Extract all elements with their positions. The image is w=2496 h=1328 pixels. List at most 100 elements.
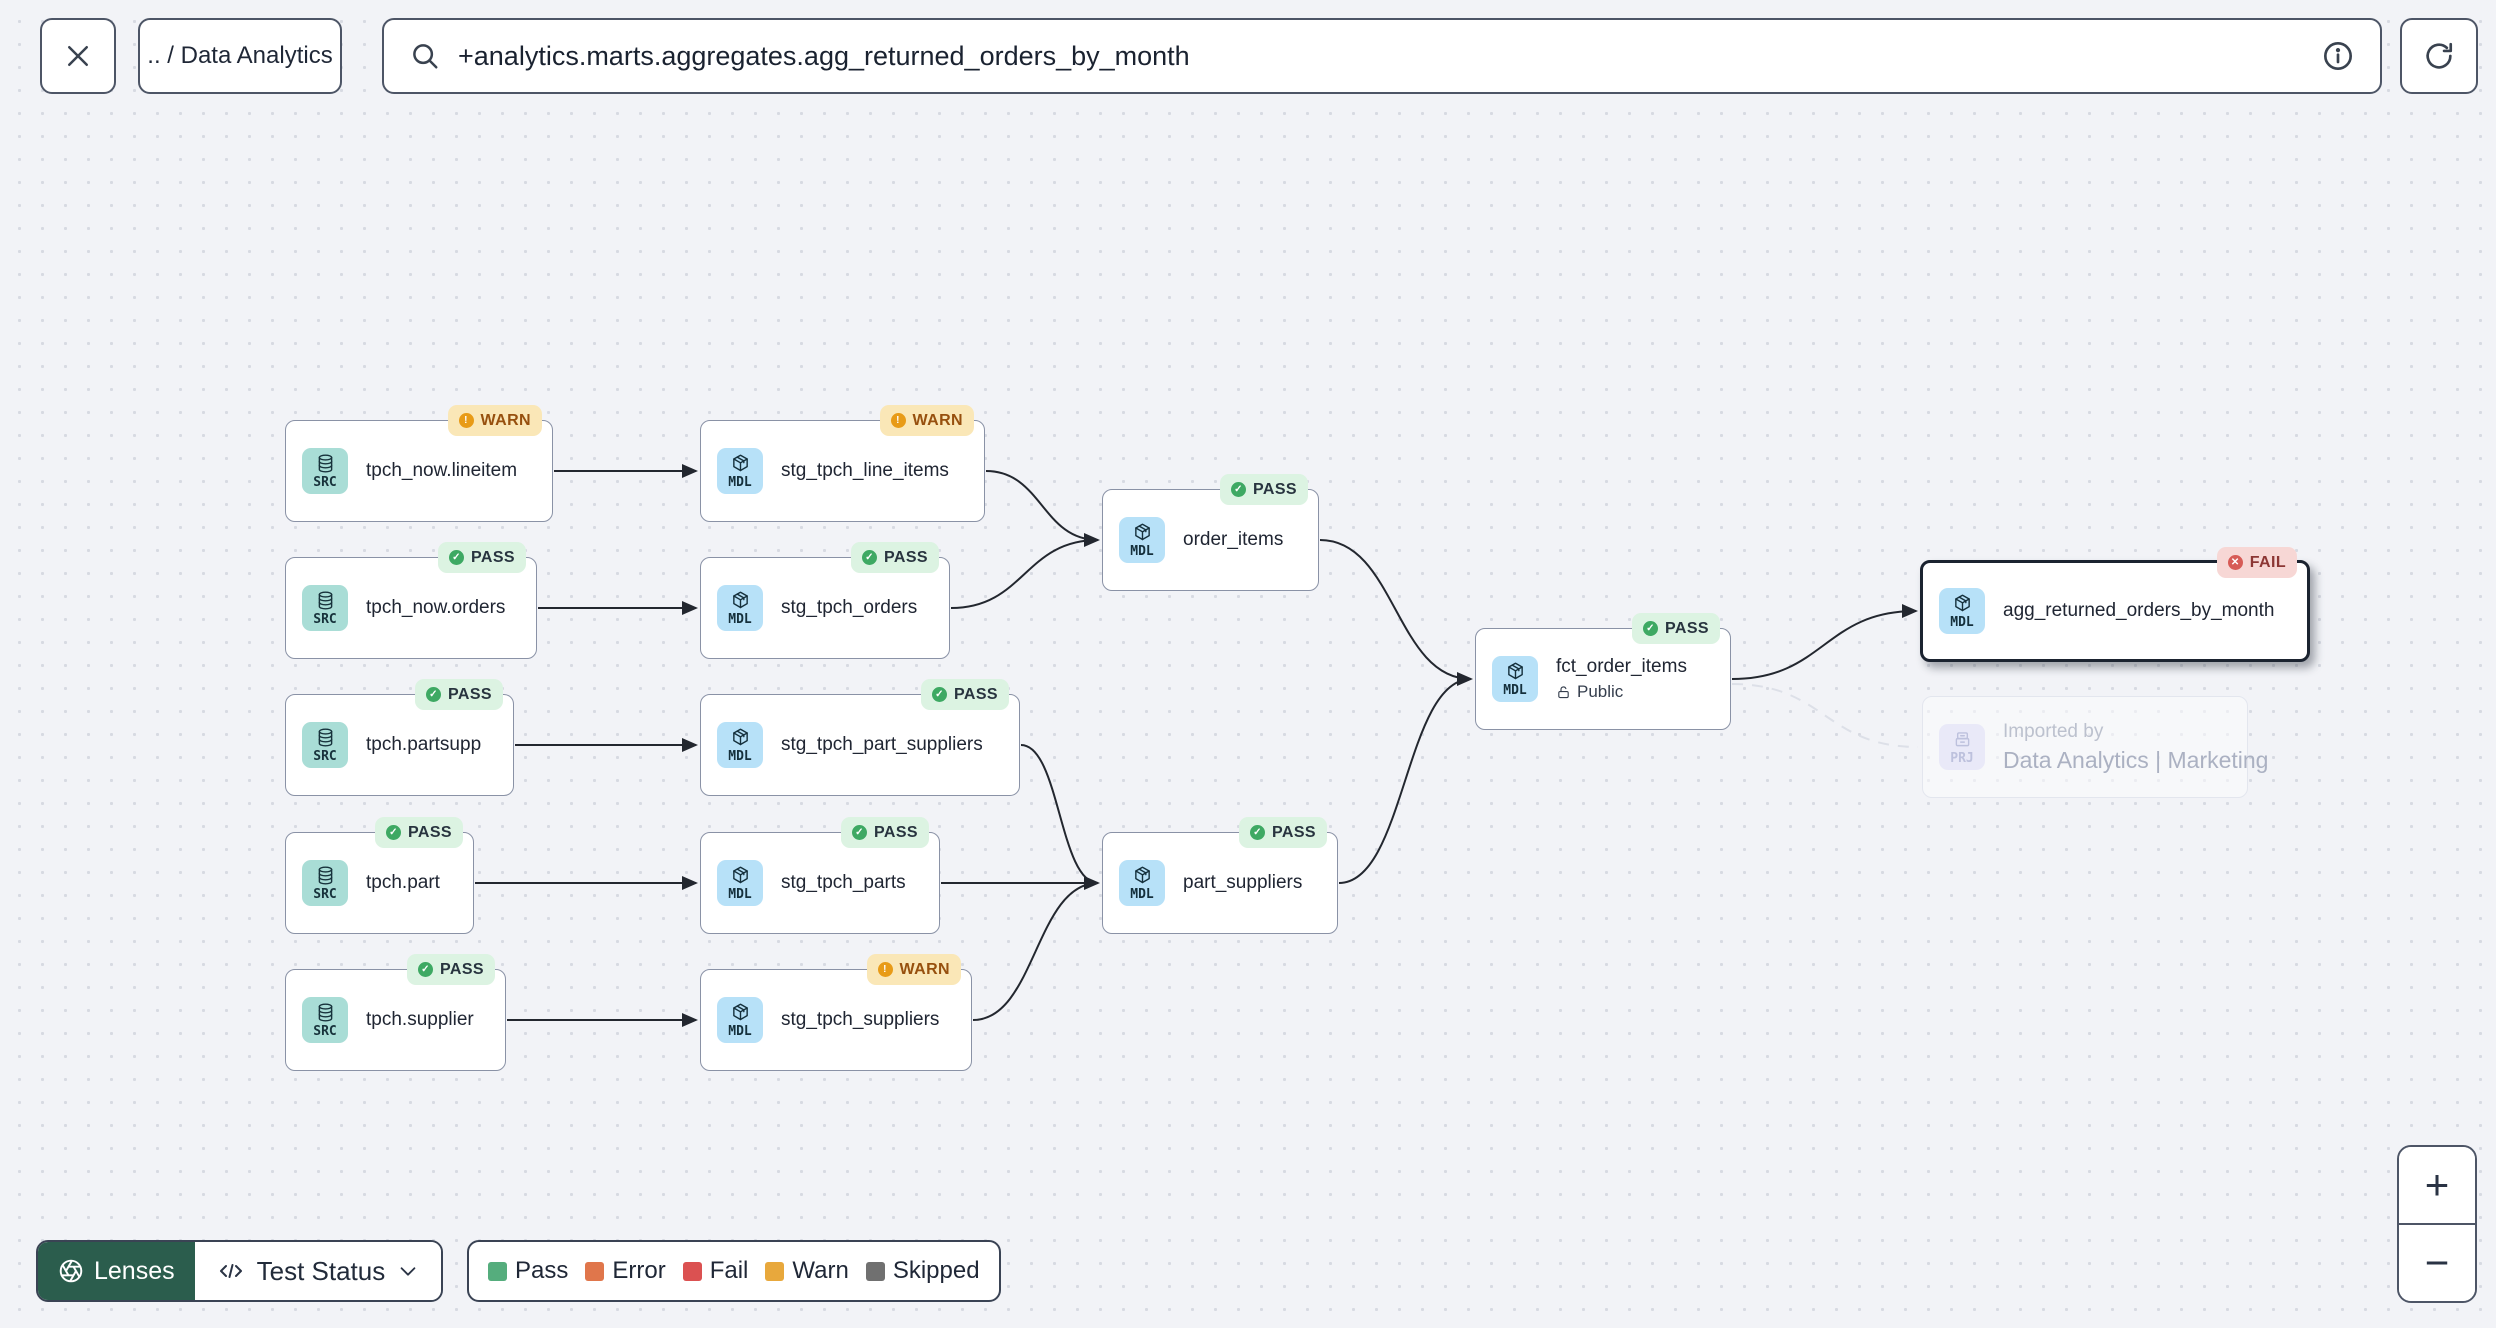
cube-icon bbox=[1134, 866, 1150, 883]
status-fail-icon: ✕ bbox=[2227, 555, 2243, 570]
database-icon bbox=[318, 865, 332, 885]
lock-open-icon bbox=[1558, 685, 1569, 698]
cube-icon bbox=[732, 728, 748, 745]
zoom-divider bbox=[2399, 1223, 2475, 1225]
database-icon bbox=[318, 1002, 332, 1022]
node-label: stg_tpch_orders bbox=[781, 597, 918, 618]
status-badge-pass: ✓PASS bbox=[407, 954, 495, 985]
lenses-button[interactable]: Lenses bbox=[38, 1242, 195, 1300]
node-kind-label: MDL bbox=[728, 1023, 752, 1039]
node-label: fct_order_items bbox=[1556, 656, 1687, 677]
node-kind-label: PRJ bbox=[1950, 750, 1974, 766]
zoom-out-button[interactable]: − bbox=[2399, 1225, 2475, 1301]
node-label: tpch.part bbox=[366, 872, 440, 893]
graph-node-imported_by[interactable]: PRJ Imported by Data Analytics | Marketing bbox=[1922, 696, 2268, 798]
node-label: agg_returned_orders_by_month bbox=[2003, 600, 2275, 621]
database-icon bbox=[318, 590, 332, 610]
legend-label: Pass bbox=[515, 1257, 569, 1284]
search-bar[interactable] bbox=[382, 18, 2382, 94]
status-badge-pass: ✓PASS bbox=[438, 542, 526, 573]
node-kind-label: SRC bbox=[313, 886, 337, 902]
status-pass-icon: ✓ bbox=[1643, 621, 1659, 636]
code-icon bbox=[219, 1264, 242, 1278]
mdl-type-chip: MDL bbox=[717, 448, 763, 494]
node-kind-label: SRC bbox=[313, 474, 337, 490]
zoom-in-button[interactable]: + bbox=[2399, 1147, 2475, 1223]
breadcrumb-label: .. / Data Analytics bbox=[147, 42, 333, 69]
status-pass-icon: ✓ bbox=[862, 550, 878, 565]
chevron-down-icon bbox=[400, 1267, 416, 1276]
cube-icon bbox=[1507, 662, 1523, 679]
src-type-chip: SRC bbox=[302, 997, 348, 1043]
src-type-chip: SRC bbox=[302, 448, 348, 494]
status-badge-pass: ✓PASS bbox=[1239, 817, 1327, 848]
cube-icon bbox=[732, 454, 748, 471]
legend-item-fail: Fail bbox=[682, 1257, 749, 1285]
close-button[interactable] bbox=[40, 18, 116, 94]
node-kind-label: MDL bbox=[728, 748, 752, 764]
lens-dropdown[interactable]: Test Status bbox=[194, 1242, 442, 1300]
node-label: stg_tpch_part_suppliers bbox=[781, 734, 983, 755]
close-icon bbox=[68, 46, 88, 66]
node-kind-label: SRC bbox=[313, 748, 337, 764]
status-pass-icon: ✓ bbox=[418, 962, 434, 977]
status-badge-warn: !WARN bbox=[866, 954, 961, 985]
search-icon bbox=[413, 44, 438, 69]
legend-swatch-pass bbox=[488, 1261, 507, 1281]
legend-label: Fail bbox=[709, 1257, 749, 1284]
refresh-button[interactable] bbox=[2400, 18, 2478, 94]
node-kind-label: SRC bbox=[313, 1023, 337, 1039]
database-icon bbox=[318, 727, 332, 747]
breadcrumb[interactable]: .. / Data Analytics bbox=[138, 18, 342, 94]
search-input[interactable] bbox=[458, 40, 2304, 72]
cube-icon bbox=[1954, 594, 1970, 611]
ghost-node-subtitle: Data Analytics | Marketing bbox=[2003, 746, 2269, 773]
mdl-type-chip: MDL bbox=[1119, 517, 1165, 563]
node-label: tpch_now.lineitem bbox=[366, 460, 518, 481]
legend-item-warn: Warn bbox=[765, 1257, 849, 1285]
status-pass-icon: ✓ bbox=[852, 825, 868, 840]
mdl-type-chip: MDL bbox=[1939, 588, 1985, 634]
zoom-controls: + − bbox=[2397, 1145, 2477, 1303]
node-kind-label: MDL bbox=[1503, 682, 1527, 698]
legend-swatch-skipped bbox=[865, 1261, 885, 1281]
node-label: stg_tpch_parts bbox=[781, 872, 906, 893]
node-label: tpch.supplier bbox=[366, 1009, 474, 1030]
ghost-node-title: Imported by bbox=[2003, 720, 2104, 742]
node-kind-label: MDL bbox=[1950, 614, 1974, 630]
legend-item-error: Error bbox=[585, 1257, 666, 1285]
legend-swatch-warn bbox=[765, 1261, 785, 1281]
status-warn-icon: ! bbox=[458, 413, 474, 428]
graph-node-tpch_now_lineitem[interactable]: SRC tpch_now.lineitem !WARN bbox=[285, 405, 553, 522]
cube-icon bbox=[732, 591, 748, 608]
status-pass-icon: ✓ bbox=[386, 825, 402, 840]
status-badge-pass: ✓PASS bbox=[1632, 613, 1720, 644]
mdl-type-chip: MDL bbox=[717, 722, 763, 768]
aperture-icon bbox=[59, 1259, 83, 1283]
src-type-chip: SRC bbox=[302, 860, 348, 906]
prj-type-chip: PRJ bbox=[1939, 724, 1985, 770]
refresh-icon bbox=[2426, 42, 2453, 69]
graph-node-tpch_supplier[interactable]: SRC tpch.supplier ✓PASS bbox=[285, 954, 506, 1071]
mdl-type-chip: MDL bbox=[717, 997, 763, 1043]
node-kind-label: MDL bbox=[728, 886, 752, 902]
node-label: part_suppliers bbox=[1183, 872, 1303, 893]
status-badge-warn: !WARN bbox=[447, 405, 542, 436]
info-icon[interactable] bbox=[2322, 40, 2354, 72]
legend-swatch-error bbox=[585, 1261, 605, 1281]
status-pass-icon: ✓ bbox=[1250, 825, 1266, 840]
